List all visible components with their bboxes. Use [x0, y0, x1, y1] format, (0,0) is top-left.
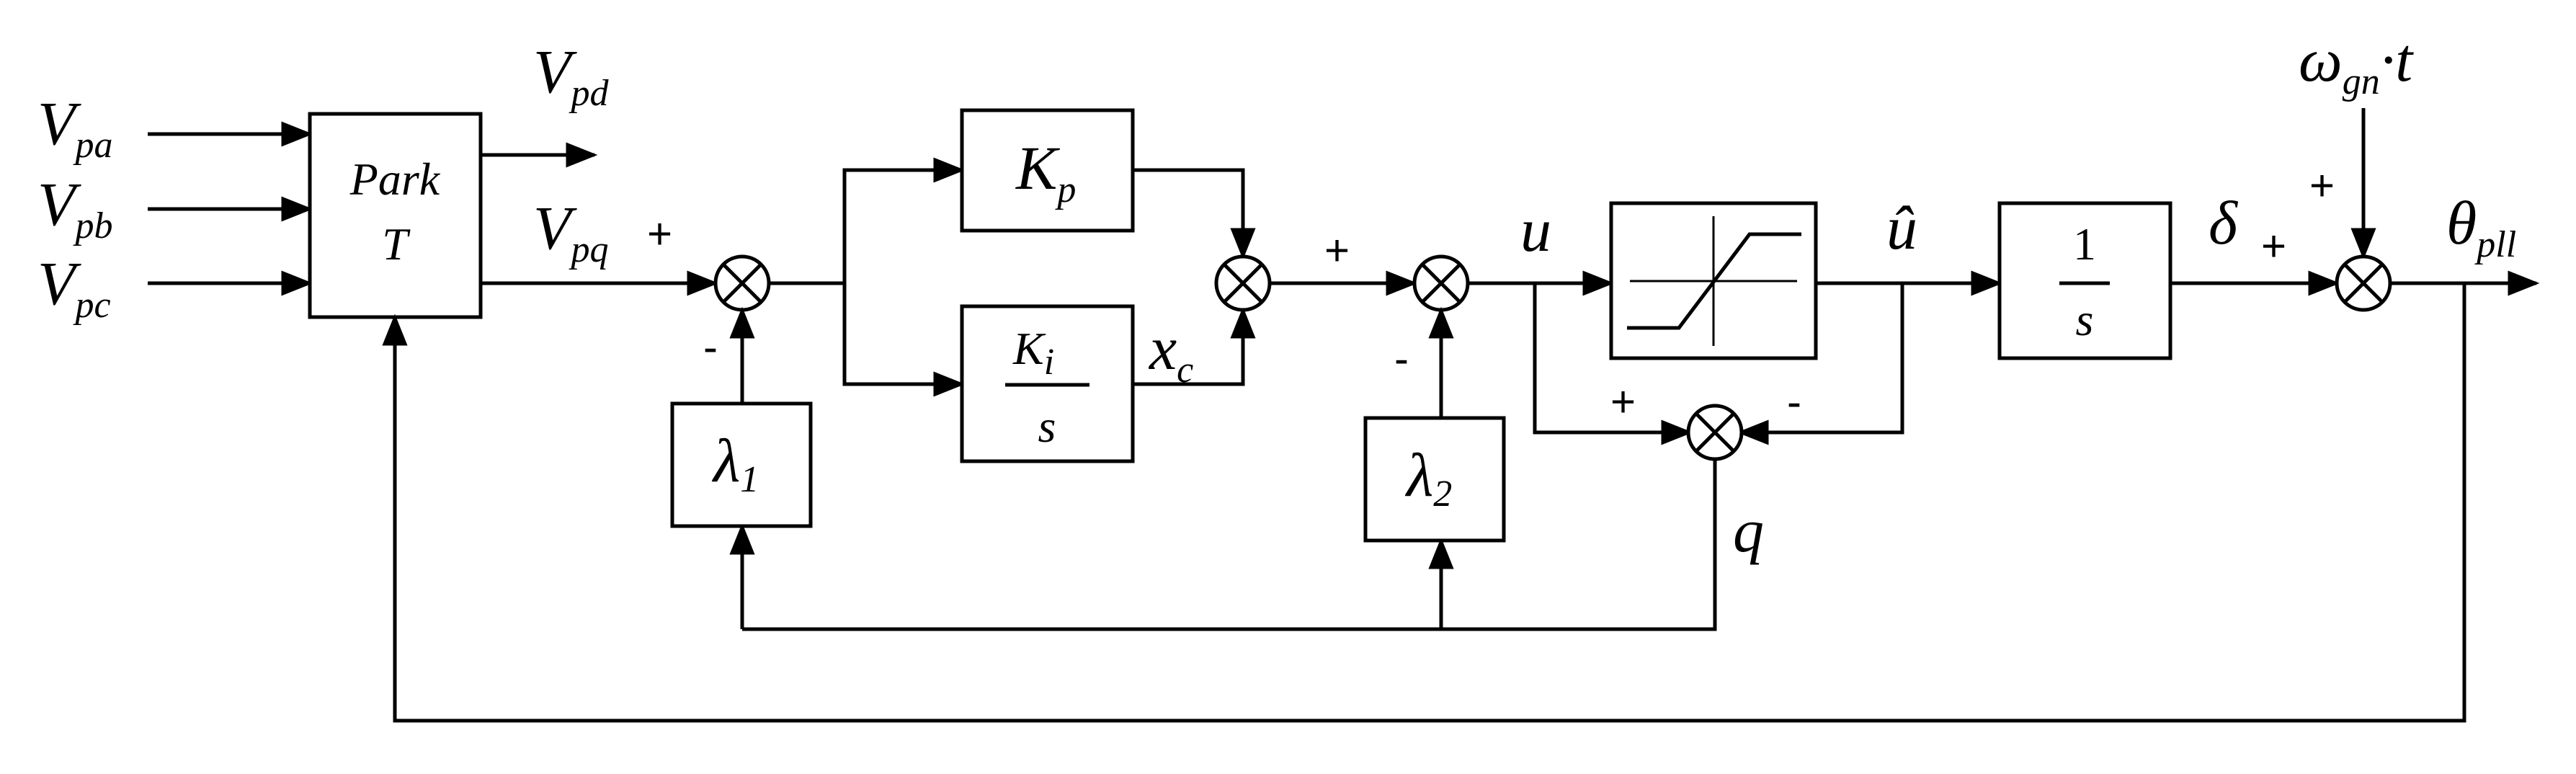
kp-to-sum2-wire	[1133, 168, 1256, 260]
theta-pll-label: θpll	[2446, 188, 2516, 265]
vpd-label: Vpd	[533, 37, 610, 114]
kp-label: Kp	[1015, 133, 1076, 210]
u-branch-to-sum4	[1533, 283, 1693, 445]
branch-to-ki	[842, 283, 966, 397]
summing-junction-1	[713, 254, 771, 312]
park-block-label-line2: T	[382, 218, 411, 270]
sum4-minus-sign: -	[1787, 378, 1801, 426]
theta-feedback-loop	[382, 283, 2466, 723]
saturation-icon	[1627, 216, 1801, 346]
park-transform-block	[308, 112, 483, 319]
sum1-minus-sign: -	[703, 323, 718, 371]
q-label: q	[1733, 496, 1764, 565]
lambda2-gain-block	[1363, 416, 1506, 543]
ki-denominator: s	[1038, 401, 1056, 452]
sum5-top-plus-sign: +	[2309, 161, 2335, 210]
kp-gain-block	[960, 108, 1135, 233]
xc-to-sum2-wire	[1133, 306, 1256, 386]
integrator-numerator: 1	[2073, 218, 2096, 270]
input-label-vpb: Vpb	[37, 169, 113, 246]
input-label-vpa: Vpa	[37, 89, 113, 166]
summing-junction-4	[1686, 404, 1744, 461]
park-block-label-line1: Park	[349, 154, 441, 205]
sum4-plus-sign: +	[1610, 378, 1636, 426]
vpq-label: Vpq	[533, 193, 609, 270]
sum3-minus-sign: -	[1394, 334, 1409, 383]
integrator-denominator: s	[2076, 294, 2094, 345]
lambda2-label: λ2	[1404, 440, 1452, 515]
delta-label: δ	[2209, 188, 2239, 257]
sum1-plus-sign: +	[647, 210, 672, 258]
u-label: u	[1520, 195, 1551, 264]
xc-label: xc	[1148, 313, 1193, 391]
lambda1-gain-block	[670, 401, 813, 528]
u-hat-label: û	[1886, 193, 1917, 262]
sum3-plus-sign: +	[1324, 226, 1350, 275]
summing-junction-3	[1412, 254, 1470, 312]
summing-junction-5	[2335, 254, 2392, 312]
lambda1-label: λ1	[711, 426, 759, 500]
u-hat-branch-to-sum4	[1737, 283, 1904, 445]
q-feedback-bus	[742, 459, 1717, 631]
input-label-vpc: Vpc	[37, 249, 111, 326]
sum5-left-plus-sign: +	[2261, 222, 2286, 270]
summing-junction-2	[1214, 254, 1272, 312]
omega-t-label: ωgn·t	[2299, 25, 2414, 102]
integrator-block	[1997, 201, 2172, 360]
branch-to-kp	[842, 157, 966, 283]
ki-numerator: Ki	[1012, 323, 1054, 383]
